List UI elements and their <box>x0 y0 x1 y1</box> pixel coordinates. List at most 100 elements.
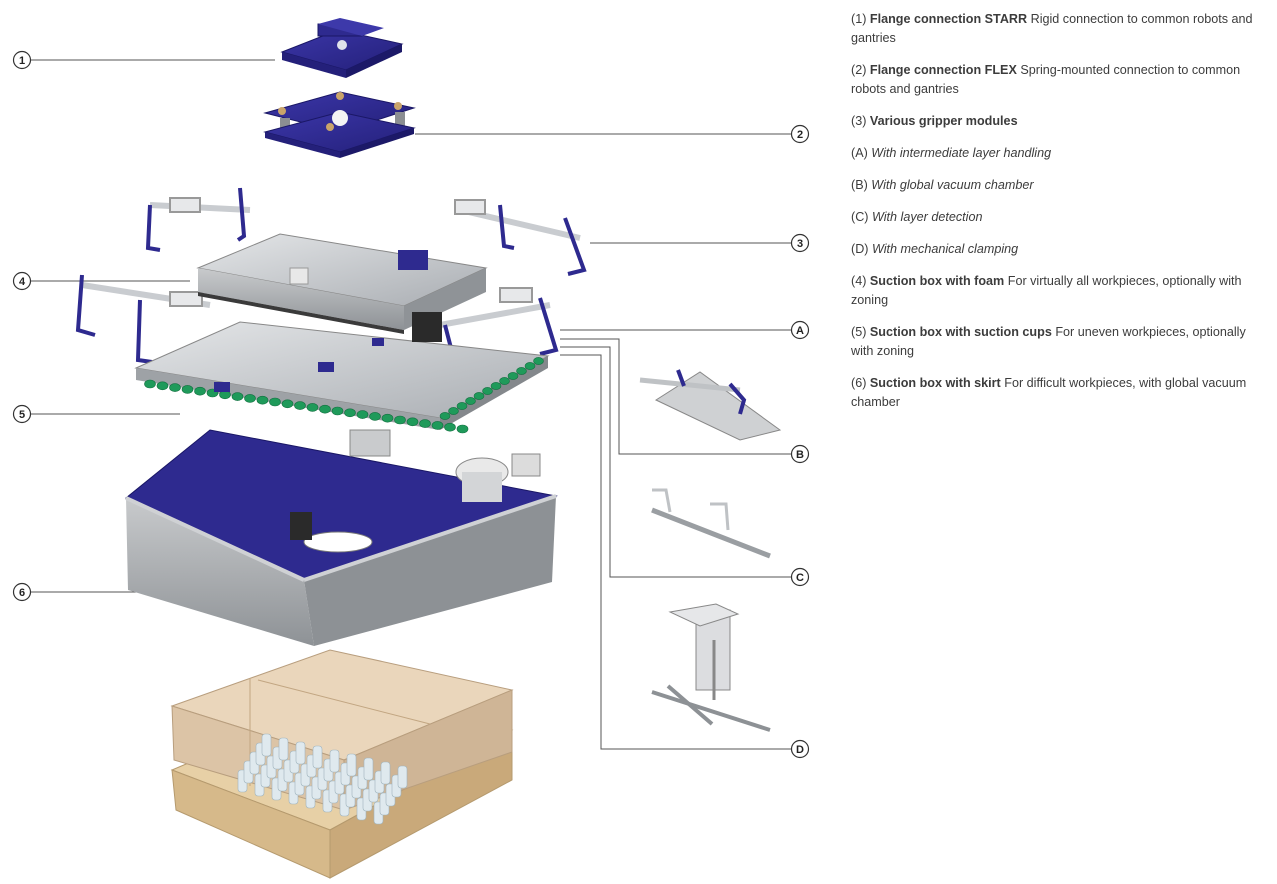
legend-item-description: For uneven workpieces, optionally with z… <box>851 325 1246 358</box>
legend-item: (B) With global vacuum chamber <box>851 176 1271 195</box>
callout-label: 1 <box>19 55 25 67</box>
callout-2: 2 <box>790 124 810 144</box>
callout-6: 6 <box>12 582 32 602</box>
legend-item: (2) Flange connection FLEX Spring-mounte… <box>851 61 1271 99</box>
suction-cup <box>231 392 244 401</box>
suction-cup <box>356 410 369 419</box>
bottle <box>278 737 289 761</box>
legend-item-number: (D) <box>851 242 869 256</box>
suction-cup <box>482 387 493 395</box>
legend-item-title: Suction box with skirt <box>869 376 1001 390</box>
module-a-intermediate-layer <box>639 369 782 441</box>
suction-cup <box>533 357 544 365</box>
suction-cup <box>156 381 169 391</box>
legend-item: (C) With layer detection <box>851 208 1271 227</box>
legend-item-number: (B) <box>851 178 868 192</box>
legend-item: (5) Suction box with suction cups For un… <box>851 323 1271 361</box>
callout-label: D <box>796 744 804 756</box>
suction-cup <box>244 394 256 403</box>
suction-cup <box>516 367 527 375</box>
module-c-layer-detection <box>651 488 771 559</box>
suction-cup <box>306 403 319 412</box>
callout-a: A <box>790 320 810 340</box>
suction-cup <box>456 424 469 434</box>
legend-item-number: (1) <box>851 12 867 26</box>
suction-cup <box>473 392 485 400</box>
suction-cup <box>524 362 536 370</box>
legend-item-title: Suction box with suction cups <box>869 325 1052 339</box>
legend-item-number: (4) <box>851 274 867 288</box>
suction-cup <box>281 399 294 409</box>
suction-cups-row <box>144 357 544 434</box>
suction-cup <box>331 406 344 416</box>
callout-label: 6 <box>19 587 25 599</box>
suction-box-skirt <box>125 429 558 646</box>
callout-b: B <box>790 444 810 464</box>
bottles <box>237 733 408 825</box>
legend-item: (1) Flange connection STARR Rigid connec… <box>851 10 1271 48</box>
gripper-module-right-top <box>454 199 587 276</box>
legend-item: (4) Suction box with foam For virtually … <box>851 272 1271 310</box>
bottle <box>295 741 306 765</box>
suction-cup <box>444 422 456 432</box>
suction-cup <box>465 397 476 405</box>
suction-cup <box>344 408 356 418</box>
suction-cup <box>406 417 419 427</box>
legend-item-number: (3) <box>851 114 867 128</box>
callout-4: 4 <box>12 271 32 291</box>
legend-item-title: Suction box with foam <box>869 274 1005 288</box>
legend-item: (D) With mechanical clamping <box>851 240 1271 259</box>
callout-c: C <box>790 567 810 587</box>
callout-label: A <box>796 325 804 337</box>
legend-item-description: For virtually all workpieces, optionally… <box>851 274 1242 307</box>
legend-item-description: With global vacuum chamber <box>871 178 1034 192</box>
suction-cup <box>456 402 468 410</box>
bottle <box>363 757 374 781</box>
legend-item-number: (2) <box>851 63 867 77</box>
leader-line-d <box>560 354 791 750</box>
legend-item-number: (A) <box>851 146 868 160</box>
legend-item: (A) With intermediate layer handling <box>851 144 1271 163</box>
bottle <box>380 761 391 785</box>
legend-item-description: Rigid connection to common robots and ga… <box>851 12 1253 45</box>
suction-cup <box>144 379 156 389</box>
legend-item-number: (5) <box>851 325 867 339</box>
suction-cup <box>499 377 510 385</box>
callout-d: D <box>790 739 810 759</box>
suction-cup <box>419 419 431 428</box>
suction-cup <box>294 401 306 410</box>
callout-1: 1 <box>12 50 32 70</box>
callout-label: 2 <box>797 129 803 141</box>
bottle <box>397 765 408 789</box>
suction-cup <box>394 415 406 425</box>
pallet-with-cartons <box>170 649 514 879</box>
suction-cup <box>439 412 451 420</box>
flange-flex <box>263 91 416 158</box>
suction-cup <box>269 397 281 407</box>
callout-label: 4 <box>19 276 26 288</box>
gripper-module-left-bottom <box>75 274 211 364</box>
legend-item-description: With layer detection <box>871 210 983 224</box>
leader-line-b <box>560 338 791 455</box>
legend-item-title: Various gripper modules <box>869 114 1018 128</box>
legend-item-number: (C) <box>851 210 869 224</box>
legend-item: (3) Various gripper modules <box>851 112 1271 131</box>
callout-label: 5 <box>19 409 25 421</box>
leader-line-c <box>560 346 791 578</box>
suction-box-suction-cups <box>134 312 550 434</box>
suction-cup <box>194 386 206 396</box>
suction-cup <box>490 382 502 390</box>
legend-item-description: With intermediate layer handling <box>871 146 1052 160</box>
bottle <box>312 745 323 769</box>
callout-label: B <box>796 449 804 461</box>
gripper-module-right-bottom <box>439 287 559 380</box>
callout-label: C <box>796 572 804 584</box>
legend-item-description: With mechanical clamping <box>871 242 1019 256</box>
legend-item: (6) Suction box with skirt For difficult… <box>851 374 1271 412</box>
bottle <box>261 733 272 757</box>
legend: (1) Flange connection STARR Rigid connec… <box>851 10 1271 425</box>
suction-cup <box>256 395 269 405</box>
gripper-module-left-top <box>145 187 251 252</box>
